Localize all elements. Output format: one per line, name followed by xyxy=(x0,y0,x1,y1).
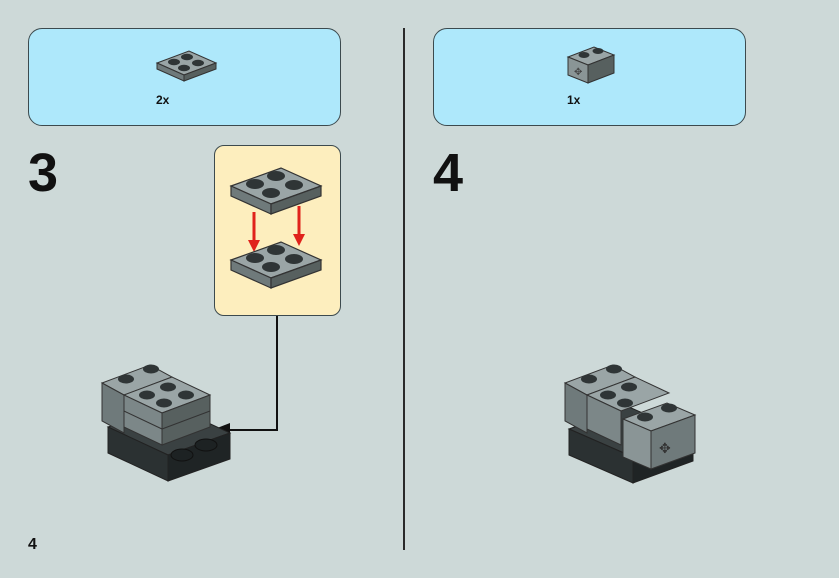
page-divider xyxy=(403,28,405,550)
assembly-step-3-icon xyxy=(100,364,232,482)
step-number: 4 xyxy=(433,143,464,203)
callout-subassembly xyxy=(214,145,341,316)
svg-text:✥: ✥ xyxy=(659,441,671,457)
parts-box-step-4: ✥ 1x xyxy=(433,28,746,126)
step-number: 3 xyxy=(28,143,59,203)
brick-1x2-technic-gray-icon: ✥ xyxy=(566,46,616,84)
part-quantity: 1x xyxy=(567,93,581,107)
page-number: 4 xyxy=(28,536,37,553)
stack-two-plates-icon xyxy=(229,167,323,289)
svg-text:✥: ✥ xyxy=(574,67,582,78)
assembly-step-4-icon: ✥ xyxy=(563,364,697,484)
part-quantity: 2x xyxy=(156,93,170,107)
parts-box-step-3: 2x xyxy=(28,28,341,126)
plate-2x2-gray-icon xyxy=(155,50,218,82)
